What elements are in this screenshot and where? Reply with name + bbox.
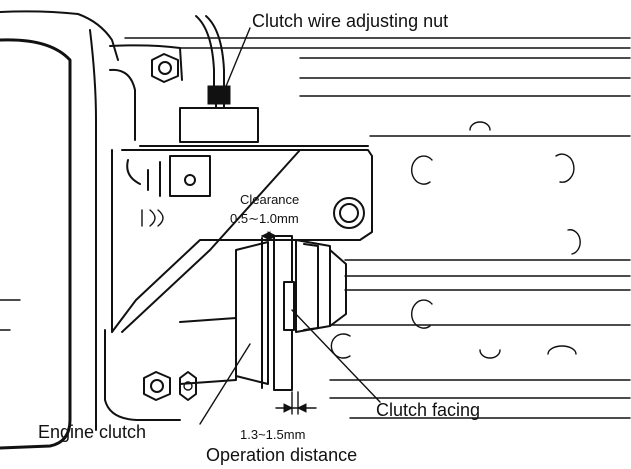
label-clearance: Clearance	[240, 192, 300, 207]
operation-dimension	[275, 391, 317, 415]
clutch-wire	[195, 15, 225, 93]
clutch-disc	[295, 239, 347, 333]
slot-holes	[330, 121, 581, 359]
bolt-bottom-right	[179, 371, 197, 401]
bolt-top	[151, 53, 179, 83]
frame-rails	[124, 37, 631, 419]
pivot-bolt	[333, 197, 365, 229]
clutch-facing	[283, 281, 295, 331]
adjusting-nut	[179, 85, 259, 143]
label-clearance-value: 0.5∼1.0mm	[230, 211, 299, 226]
label-operation-distance: Operation distance	[206, 445, 358, 465]
leader-lines	[199, 27, 381, 425]
engine-housing	[0, 10, 183, 450]
lever-bracket	[111, 145, 373, 333]
clearance-dimension	[260, 231, 278, 241]
label-engine-clutch: Engine clutch	[38, 422, 147, 442]
label-clutch-wire-adjusting-nut: Clutch wire adjusting nut	[252, 11, 449, 31]
label-clutch-facing: Clutch facing	[376, 400, 481, 420]
clutch-drum	[179, 235, 293, 391]
label-operation-value: 1.3~1.5mm	[240, 427, 306, 442]
bolt-bottom	[143, 371, 171, 401]
